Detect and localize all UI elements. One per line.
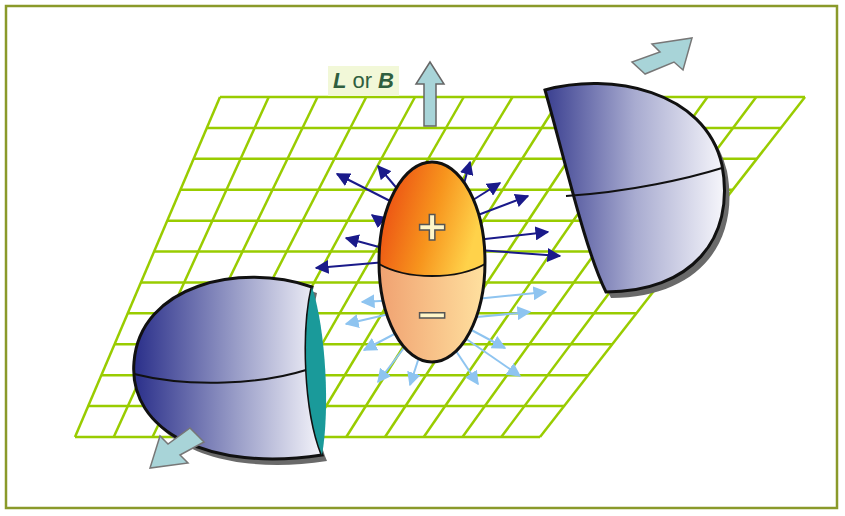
- positive-sign: +: [377, 202, 487, 252]
- nucleus-left: [134, 277, 327, 468]
- charged-fireball: +−: [377, 160, 487, 364]
- axis-arrow: [416, 62, 444, 126]
- negative-sign: −: [377, 290, 487, 340]
- angular-momentum-symbol: L: [333, 70, 346, 92]
- frame: [6, 6, 837, 508]
- nucleus-right: [545, 38, 729, 298]
- connective-word: or: [352, 70, 372, 92]
- magnetic-field-symbol: B: [378, 70, 394, 92]
